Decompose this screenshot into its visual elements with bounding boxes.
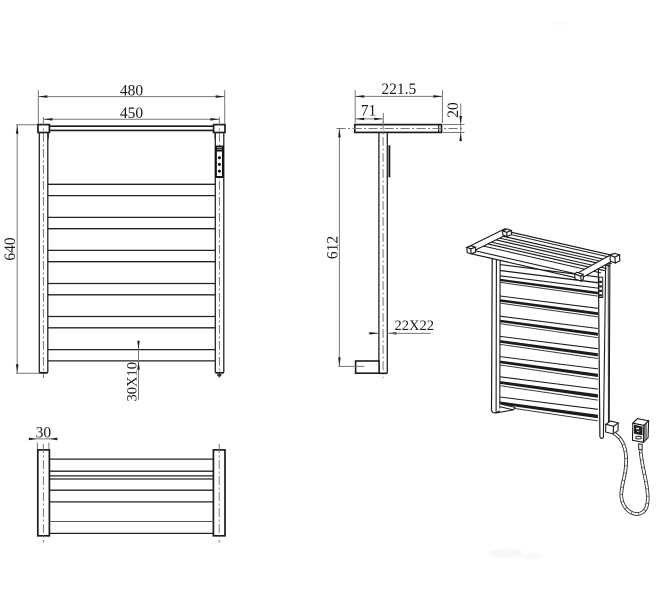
svg-text:612: 612: [325, 236, 342, 259]
svg-text:22X22: 22X22: [395, 318, 434, 334]
svg-text:30: 30: [36, 424, 52, 441]
svg-text:480: 480: [120, 82, 144, 99]
svg-text:450: 450: [120, 105, 144, 122]
svg-text:221.5: 221.5: [381, 81, 416, 98]
svg-text:30X10: 30X10: [124, 362, 140, 401]
svg-text:640: 640: [2, 237, 19, 261]
svg-text:20: 20: [445, 102, 462, 118]
svg-text:71: 71: [361, 103, 377, 120]
